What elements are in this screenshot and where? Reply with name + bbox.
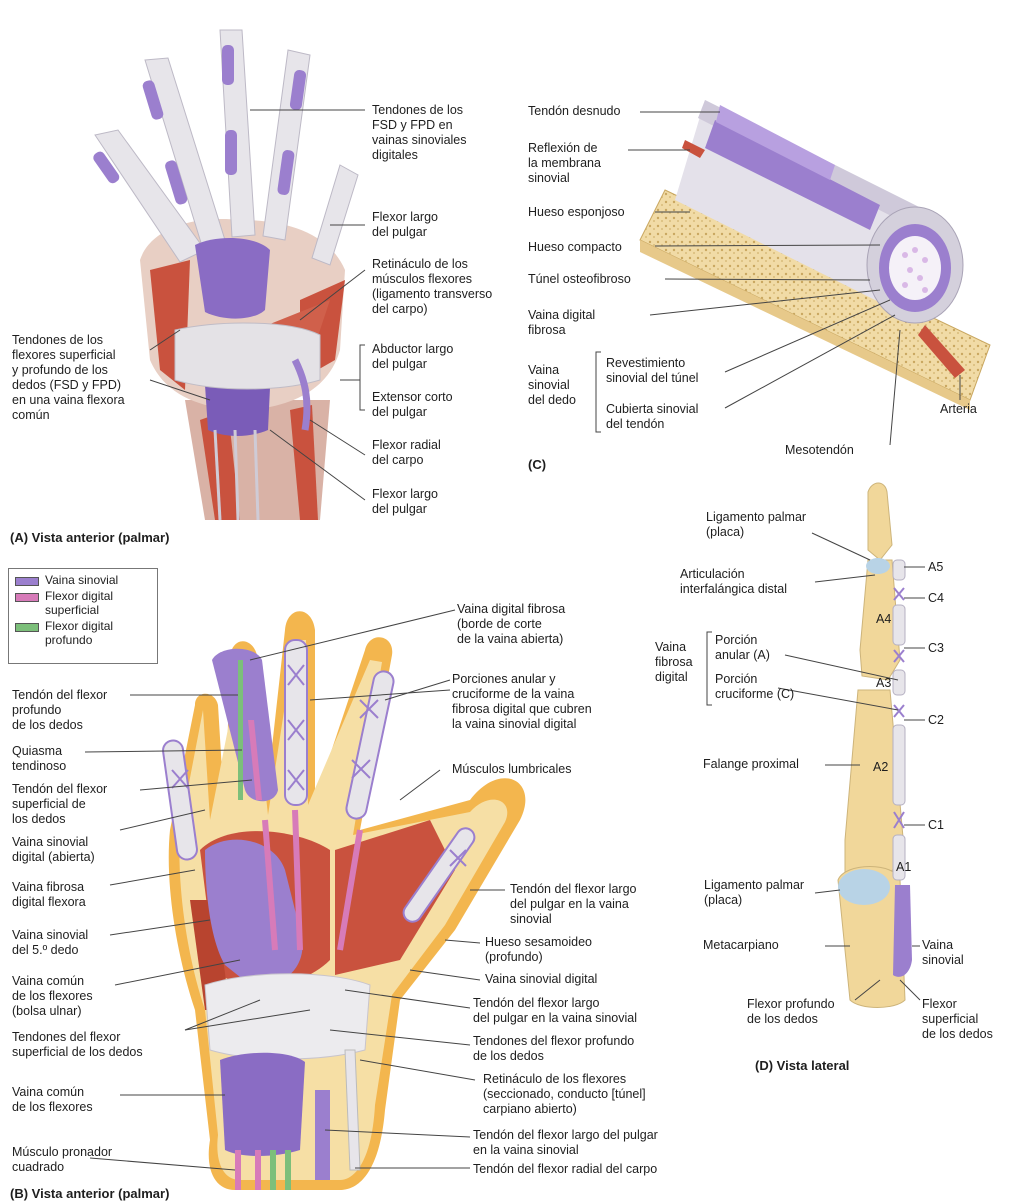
- label-c3: C3: [928, 641, 944, 656]
- label-vaina-5-dedo: Vaina sinovial del 5.º dedo: [12, 928, 88, 958]
- legend-swatch-flexor-profundo: [15, 623, 39, 632]
- label-c1: C1: [928, 818, 944, 833]
- label-vaina-fibrosa-borde: Vaina digital fibrosa (borde de corte de…: [457, 602, 565, 647]
- label-flexor-largo-pulgar-vaina2: Tendón del flexor largo del pulgar en la…: [473, 996, 637, 1026]
- label-arteria: Arteria: [940, 402, 977, 417]
- legend-label: Vaina sinovial: [45, 573, 118, 587]
- label-tendones-fsd-fpd: Tendones de los FSD y FPD en vainas sino…: [372, 103, 467, 163]
- label-vaina-sinovial-digital: Vaina sinovial digital: [485, 972, 597, 987]
- label-flexor-largo-pulgar-vaina3: Tendón del flexor largo del pulgar en la…: [473, 1128, 658, 1158]
- label-reflexion: Reflexión de la membrana sinovial: [528, 141, 601, 186]
- label-vaina-fibrosa-flexora: Vaina fibrosa digital flexora: [12, 880, 86, 910]
- label-vaina-comun: Vaina común de los flexores: [12, 1085, 93, 1115]
- label-extensor-corto: Extensor corto del pulgar: [372, 390, 453, 420]
- label-falange: Falange proximal: [703, 757, 799, 772]
- legend-swatch-vaina-sinovial: [15, 577, 39, 586]
- label-hueso-compacto: Hueso compacto: [528, 240, 622, 255]
- label-flexor-radial: Flexor radial del carpo: [372, 438, 441, 468]
- label-retinaculo: Retináculo de los músculos flexores (lig…: [372, 257, 492, 317]
- label-ligamento-palmar-bottom: Ligamento palmar (placa): [704, 878, 804, 908]
- label-cubierta: Cubierta sinovial del tendón: [606, 402, 698, 432]
- label-hueso-esponjoso: Hueso esponjoso: [528, 205, 625, 220]
- label-flexor-largo-pulgar-vaina: Tendón del flexor largo del pulgar en la…: [510, 882, 636, 927]
- legend-label: Flexor digital superficial: [45, 589, 113, 617]
- label-mesotendon: Mesotendón: [785, 443, 854, 458]
- label-tendon-desnudo: Tendón desnudo: [528, 104, 620, 119]
- panel-b-legend: Vaina sinovial Flexor digital superficia…: [8, 568, 158, 664]
- legend-item-flexor-superficial: Flexor digital superficial: [15, 589, 151, 617]
- label-flexor-superficial: Flexor superficial de los dedos: [922, 997, 993, 1042]
- label-flexor-largo-pulgar-top: Flexor largo del pulgar: [372, 210, 438, 240]
- label-abductor-largo: Abductor largo del pulgar: [372, 342, 453, 372]
- label-lumbricales: Músculos lumbricales: [452, 762, 571, 777]
- label-vaina-sinovial-dedo: Vaina sinovial del dedo: [528, 363, 576, 408]
- label-tendones-comun: Tendones de los flexores superficial y p…: [12, 333, 125, 423]
- label-vaina-fibrosa-digital: Vaina fibrosa digital: [655, 640, 693, 685]
- label-a4: A4: [876, 612, 891, 627]
- panel-b-caption: (B) Vista anterior (palmar): [10, 1186, 169, 1201]
- label-c2: C2: [928, 713, 944, 728]
- label-retinaculo-flexores: Retináculo de los flexores (seccionado, …: [483, 1072, 646, 1117]
- label-vaina-sinovial: Vaina sinovial: [922, 938, 964, 968]
- label-ligamento-palmar-top: Ligamento palmar (placa): [706, 510, 806, 540]
- label-flexor-largo-pulgar-bottom: Flexor largo del pulgar: [372, 487, 438, 517]
- panel-c-caption: (C): [528, 457, 546, 472]
- panel-a-caption: (A) Vista anterior (palmar): [10, 530, 169, 545]
- label-porcion-cruciforme: Porción cruciforme (C): [715, 672, 794, 702]
- label-flexor-profundo: Flexor profundo de los dedos: [747, 997, 835, 1027]
- label-a5: A5: [928, 560, 943, 575]
- label-vaina-sinovial-abierta: Vaina sinovial digital (abierta): [12, 835, 95, 865]
- label-a2: A2: [873, 760, 888, 775]
- legend-swatch-flexor-superficial: [15, 593, 39, 602]
- label-c4: C4: [928, 591, 944, 606]
- label-sesamoideo: Hueso sesamoideo (profundo): [485, 935, 592, 965]
- legend-item-vaina-sinovial: Vaina sinovial: [15, 573, 151, 587]
- label-a1: A1: [896, 860, 911, 875]
- label-quiasma: Quiasma tendinoso: [12, 744, 66, 774]
- label-vaina-comun-bolsa: Vaina común de los flexores (bolsa ulnar…: [12, 974, 93, 1019]
- label-tendones-superficial: Tendones del flexor superficial de los d…: [12, 1030, 143, 1060]
- legend-item-flexor-profundo: Flexor digital profundo: [15, 619, 151, 647]
- label-pronador: Músculo pronador cuadrado: [12, 1145, 112, 1175]
- panel-d-caption: (D) Vista lateral: [755, 1058, 849, 1073]
- label-porciones: Porciones anular y cruciforme de la vain…: [452, 672, 592, 732]
- panel-d-finger-lateral: [838, 483, 912, 1008]
- panel-a-hand-illustration: [91, 30, 358, 520]
- label-porcion-anular: Porción anular (A): [715, 633, 770, 663]
- label-tunel: Túnel osteofibroso: [528, 272, 631, 287]
- label-flexor-radial-carpo: Tendón del flexor radial del carpo: [473, 1162, 657, 1177]
- legend-label: Flexor digital profundo: [45, 619, 113, 647]
- label-articulacion: Articulación interfalángica distal: [680, 567, 787, 597]
- label-a3: A3: [876, 676, 891, 691]
- label-tendon-flexor-superficial: Tendón del flexor superficial de los ded…: [12, 782, 107, 827]
- label-tendon-flexor-profundo: Tendón del flexor profundo de los dedos: [12, 688, 107, 733]
- label-vaina-digital: Vaina digital fibrosa: [528, 308, 595, 338]
- label-metacarpiano: Metacarpiano: [703, 938, 779, 953]
- label-revestimiento: Revestimiento sinovial del túnel: [606, 356, 698, 386]
- label-tendones-profundo: Tendones del flexor profundo de los dedo…: [473, 1034, 634, 1064]
